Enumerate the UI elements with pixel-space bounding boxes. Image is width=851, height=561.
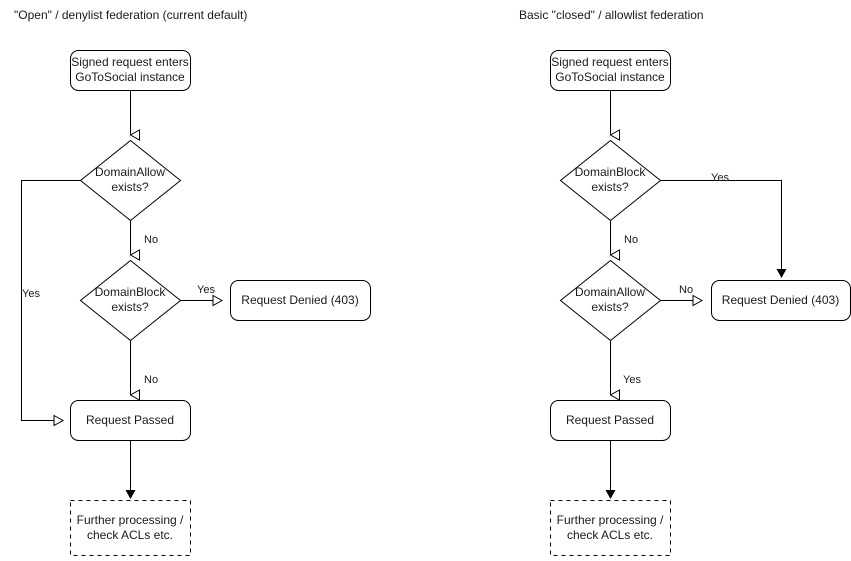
edge-label-domainallow-yes-left: Yes (22, 288, 40, 300)
edge-label-domainallow-no-right: No (679, 284, 694, 296)
node-further-processing-left (70, 500, 191, 556)
node-request-denied-left (230, 280, 371, 321)
edge-label-domainblock-yes-right: Yes (711, 172, 729, 184)
edge-domainblock-yes-right (660, 180, 787, 278)
diagram-title-closed-allowlist: Basic "closed" / allowlist federation (519, 8, 704, 22)
node-request-passed-left (70, 400, 191, 441)
node-request-denied-right (711, 280, 851, 321)
node-request-passed-right (550, 400, 671, 441)
node-decision-domainblock-left (79, 259, 182, 342)
node-decision-domainallow-right (559, 259, 662, 342)
node-further-processing-right (550, 500, 671, 556)
node-decision-domainallow-left (79, 139, 182, 222)
node-decision-domainblock-right (559, 139, 662, 222)
edge-label-domainallow-no-left: No (144, 234, 159, 246)
node-entry-left (70, 50, 191, 91)
diagram-open-denylist (21, 50, 371, 556)
edge-label-domainblock-no-right: No (624, 234, 639, 246)
node-entry-right (550, 50, 671, 91)
diagram-closed-allowlist (550, 50, 851, 556)
edge-label-domainblock-no-left: No (144, 374, 159, 386)
edge-domainallow-yes-left (21, 180, 81, 427)
edge-label-domainallow-yes-right: Yes (623, 374, 641, 386)
edge-label-domainblock-yes-left: Yes (197, 284, 215, 296)
diagram-title-open-denylist: "Open" / denylist federation (current de… (14, 8, 248, 22)
